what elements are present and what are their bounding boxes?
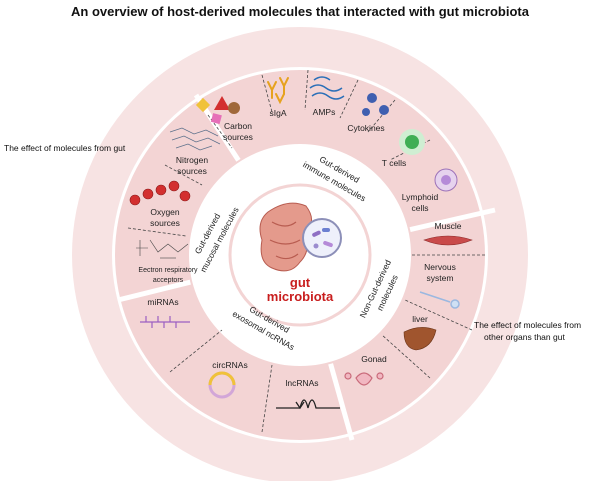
side-label-left: The effect of molecules from gut — [4, 143, 126, 153]
t-cell-icon — [399, 129, 425, 155]
gut-illustration — [259, 202, 342, 272]
item-gonad: Gonad — [361, 354, 387, 364]
item-oxygen-line1: Oxygen — [150, 207, 180, 217]
item-lncrnas: lncRNAs — [285, 378, 318, 388]
item-nitrogen-line1: Nitrogen — [176, 155, 208, 165]
amps-peptide-icon — [309, 76, 345, 100]
item-lymphoid-line2: cells — [411, 203, 428, 213]
item-siga: sIgA — [269, 108, 286, 118]
lncrna-strand-icon — [276, 399, 340, 410]
electron-acceptor-structure-icon — [136, 239, 189, 259]
nitrogen-molecule-icon — [169, 127, 221, 151]
lymphoid-cell-icon — [434, 168, 458, 192]
mirna-icon — [140, 316, 190, 328]
item-mirnas: miRNAs — [147, 297, 178, 307]
muscle-icon — [423, 235, 473, 246]
item-electron-line1: Eectron respiratory — [138, 267, 198, 274]
nervous-neuron-icon — [419, 291, 460, 309]
liver-icon — [403, 327, 437, 351]
item-electron-line2: acceptors — [153, 277, 184, 284]
item-muscle: Muscle — [435, 221, 462, 231]
siga-antibody-icon — [267, 77, 289, 105]
item-tcells: T cells — [382, 158, 406, 168]
side-label-right-line1: The effect of molecules from — [474, 320, 581, 330]
center-label-line1: gut — [290, 275, 311, 290]
item-carbon-line1: Carbon — [224, 121, 252, 131]
item-lymphoid-line1: Lymphoid — [402, 192, 439, 202]
item-nitrogen-line2: sources — [177, 166, 207, 176]
figure-title: An overview of host-derived molecules th… — [71, 4, 530, 19]
gonad-icon — [344, 372, 384, 386]
item-oxygen-line2: sources — [150, 218, 180, 228]
side-label-right-line2: other organs than gut — [484, 332, 565, 342]
item-nervous-line1: Nervous — [424, 262, 456, 272]
oxygen-cells-icon — [129, 180, 191, 206]
center-label-line2: microbiota — [267, 289, 334, 304]
item-carbon-line2: sources — [223, 132, 253, 142]
item-cytokines: Cytokines — [347, 123, 384, 133]
microbe-magnifier-icon — [302, 218, 342, 258]
circrna-ring-icon — [208, 371, 236, 399]
item-liver: liver — [412, 314, 428, 324]
item-nervous-line2: system — [427, 273, 454, 283]
item-circrnas: circRNAs — [212, 360, 247, 370]
item-amps: AMPs — [313, 107, 336, 117]
cytokines-icon — [362, 93, 389, 116]
